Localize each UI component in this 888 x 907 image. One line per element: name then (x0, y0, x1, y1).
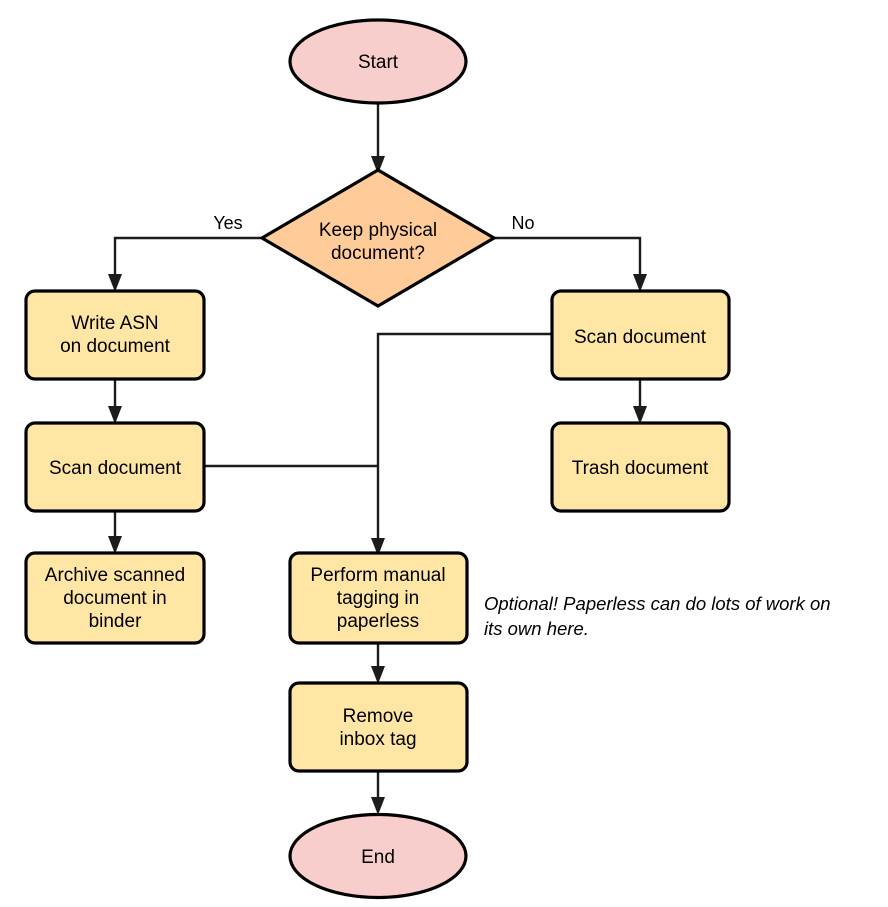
arrowhead-start-to-decision (371, 156, 385, 174)
remove-inbox-tag-box[interactable] (288, 681, 469, 773)
archive-label-line1: Archive scanned (45, 565, 185, 586)
tagging-label-line3: paperless (337, 611, 419, 632)
arrowhead-scanright-to-tagging (371, 538, 385, 556)
end-label: End (361, 847, 395, 868)
edge-label-no: No (511, 213, 534, 233)
edge-decision-no (494, 236, 642, 281)
node-write-asn[interactable]: Write ASN on document (24, 289, 206, 381)
trash-document-label: Trash document (572, 458, 709, 479)
node-start[interactable]: Start (288, 18, 468, 105)
node-remove-inbox-tag[interactable]: Remove inbox tag (288, 681, 469, 773)
decision-diamond[interactable] (258, 168, 498, 308)
node-archive-scanned-document[interactable]: Archive scanned document in binder (24, 551, 206, 645)
note-line2: its own here. (484, 618, 589, 639)
arrowhead-decision-no (633, 274, 647, 292)
decision-label-line2: document? (331, 243, 425, 264)
end-ellipse[interactable] (288, 812, 468, 900)
remove-inbox-tag-label-line1: Remove (343, 706, 414, 727)
node-end[interactable]: End (288, 812, 468, 900)
arrowhead-tagging-to-removeinbox (371, 666, 385, 684)
write-asn-label-line2: on document (60, 336, 171, 357)
decision-label-line1: Keep physical (319, 220, 437, 241)
tagging-box[interactable] (288, 551, 469, 645)
edge-label-yes: Yes (213, 213, 242, 233)
edge-layer (108, 103, 647, 815)
arrowhead-scanleft-to-archive (108, 536, 122, 554)
arrowhead-removeinbox-to-end (371, 797, 385, 815)
start-ellipse[interactable] (288, 18, 468, 105)
remove-inbox-tag-label-line2: inbox tag (339, 729, 416, 750)
start-label: Start (358, 52, 399, 73)
archive-box[interactable] (24, 551, 206, 645)
scan-document-right-box[interactable] (550, 289, 731, 381)
write-asn-box[interactable] (24, 289, 206, 381)
note-line1: Optional! Paperless can do lots of work … (484, 593, 831, 614)
node-decision-keep-physical-document[interactable]: Keep physical document? (258, 168, 498, 308)
scan-document-left-box[interactable] (24, 421, 206, 513)
scan-document-left-label: Scan document (49, 458, 182, 479)
node-scan-document-left[interactable]: Scan document (24, 421, 206, 513)
tagging-label-line2: tagging in (337, 588, 419, 609)
annotation-note: Optional! Paperless can do lots of work … (484, 593, 831, 639)
arrowhead-decision-yes (108, 274, 122, 292)
tagging-label-line1: Perform manual (310, 565, 445, 586)
write-asn-label-line1: Write ASN (71, 313, 158, 334)
arrowhead-writeasn-to-scanleft (108, 406, 122, 424)
node-perform-manual-tagging[interactable]: Perform manual tagging in paperless (288, 551, 469, 645)
archive-label-line3: binder (89, 611, 142, 632)
node-scan-document-right[interactable]: Scan document (550, 289, 731, 381)
archive-label-line2: document in (63, 588, 167, 609)
trash-document-box[interactable] (550, 421, 731, 513)
arrowhead-scanright-to-trash (633, 406, 647, 424)
edge-decision-yes (113, 236, 262, 281)
edge-scanright-to-tagging (376, 332, 552, 545)
node-trash-document[interactable]: Trash document (550, 421, 731, 513)
scan-document-right-label: Scan document (574, 327, 707, 348)
